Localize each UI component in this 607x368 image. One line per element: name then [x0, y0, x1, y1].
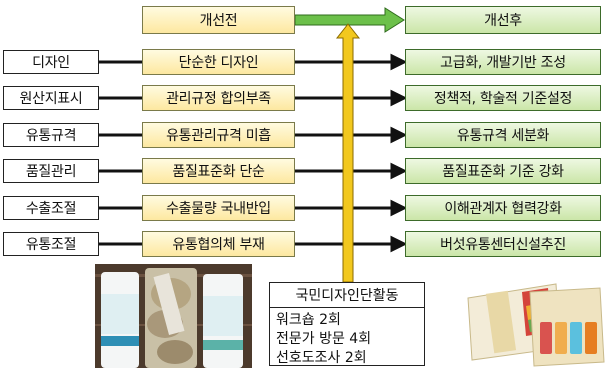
- activity-box: 국민디자인단활동 워크숍 2회 전문가 방문 4회 선호도조사 2회: [269, 282, 425, 366]
- activity-line: 전문가 방문 4회: [276, 331, 372, 347]
- header-after-label: 개선후: [405, 6, 601, 34]
- product-bottles-photo: [95, 264, 252, 368]
- activity-line: 선호도조사 2회: [276, 350, 367, 366]
- row-after: 고급화, 개발기반 조성: [405, 49, 601, 75]
- row-category: 디자인: [3, 50, 99, 74]
- row-category: 품질관리: [3, 159, 99, 183]
- gift-box-photo: [460, 262, 607, 368]
- row-after: 정책적, 학술적 기준설정: [405, 85, 601, 111]
- header-arrow: [294, 7, 405, 33]
- row-category: 유통규격: [3, 123, 99, 147]
- row-after: 이해관계자 협력강화: [405, 195, 601, 221]
- row-before: 단순한 디자인: [142, 49, 295, 75]
- row-category: 원산지표시: [3, 86, 99, 110]
- row-category: 수출조절: [3, 196, 99, 220]
- row-after: 버섯유통센터신설추진: [405, 231, 601, 257]
- activity-title: 국민디자인단활동: [270, 283, 424, 308]
- row-before: 유통관리규격 미흡: [142, 122, 295, 148]
- row-before: 품질표준화 단순: [142, 158, 295, 184]
- activity-lines: 워크숍 2회 전문가 방문 4회 선호도조사 2회: [270, 308, 424, 368]
- category-to-before-lines: [99, 60, 142, 246]
- vertical-arrow: [335, 23, 361, 283]
- row-after: 유통규격 세분화: [405, 122, 601, 148]
- row-after: 품질표준화 기준 강화: [405, 158, 601, 184]
- row-category: 유통조절: [3, 232, 99, 256]
- row-before: 수출물량 국내반입: [142, 195, 295, 221]
- row-before: 관리규정 합의부족: [142, 85, 295, 111]
- header-before-label: 개선전: [142, 6, 295, 34]
- activity-line: 워크숍 2회: [276, 312, 341, 328]
- row-before: 유통협의체 부재: [142, 231, 295, 257]
